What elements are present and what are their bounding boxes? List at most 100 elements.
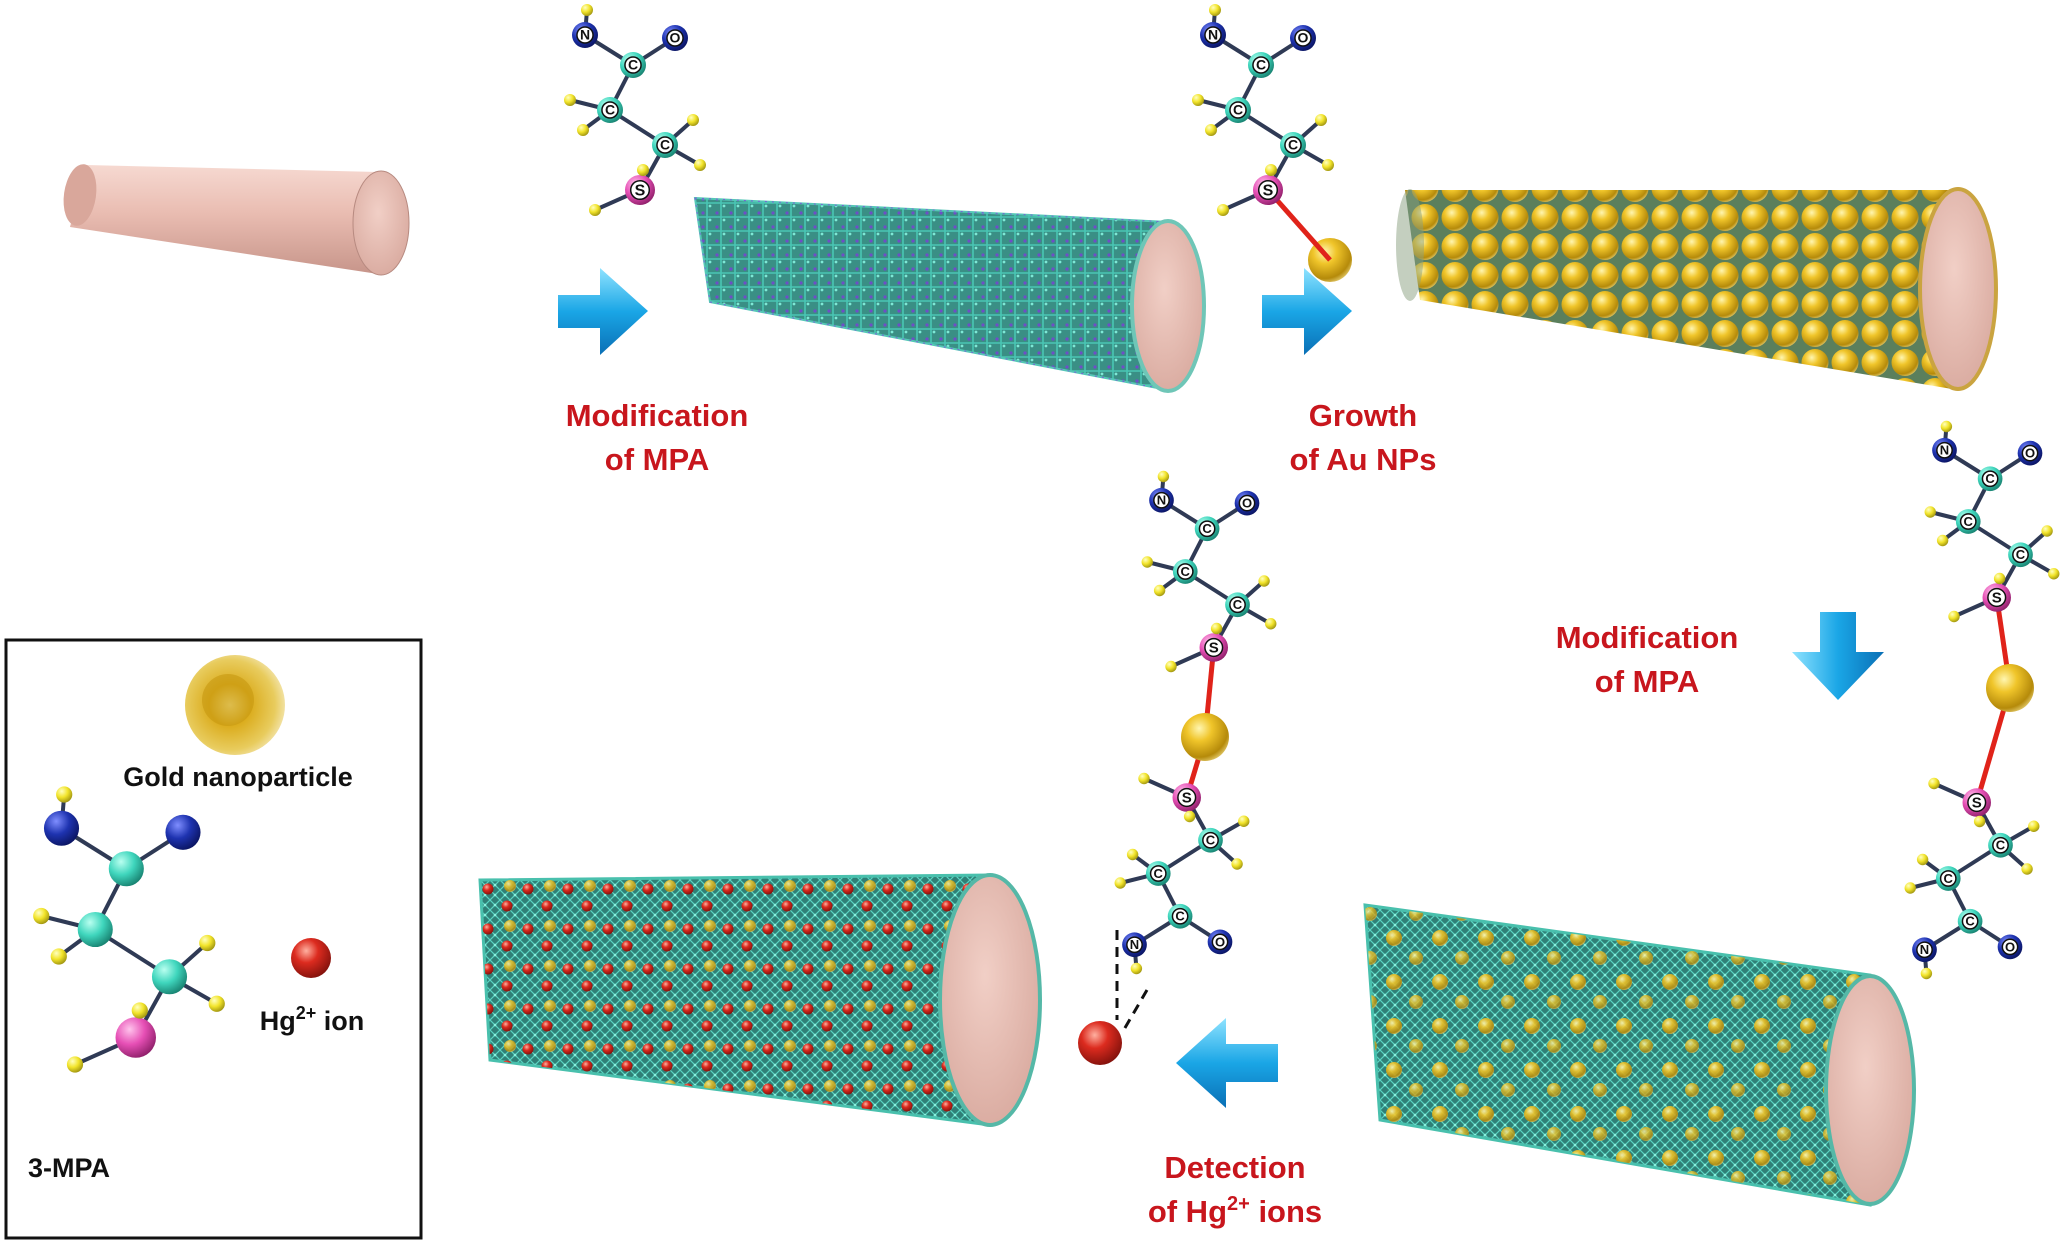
atom-label-ring: [1252, 56, 1270, 74]
atom-letter: C: [1965, 914, 1975, 929]
atom-label-ring: [1238, 494, 1256, 512]
legend-hg-tail: ion: [316, 1006, 364, 1036]
atom-h: [1916, 853, 1929, 866]
gold-mpa-rod: [1363, 903, 1916, 1207]
step2-label-line1: Growth: [1309, 398, 1418, 433]
atom-h: [694, 159, 706, 171]
legend-mpa-label: 3-MPA: [28, 1153, 110, 1183]
atom-label-ring: [1229, 596, 1246, 614]
atom-h: [687, 114, 699, 126]
atom-h: [1920, 967, 1933, 980]
step4-label-of-hg: of Hg: [1148, 1194, 1227, 1229]
atom-h: [1940, 420, 1953, 433]
legend-3-mpa-molecule: [33, 786, 225, 1073]
legend-hg-label: Hg2+ ion: [260, 1003, 365, 1036]
atom-h: [581, 4, 593, 16]
atom-label-ring: [1294, 29, 1312, 47]
atom-label-ring: [2021, 444, 2039, 462]
atom-letter: C: [1233, 597, 1243, 612]
atom-h: [1210, 622, 1223, 635]
atom-label-ring: [1961, 912, 1979, 930]
atom-h: [199, 934, 216, 952]
atom-h: [1138, 772, 1150, 785]
atom-letter: S: [1992, 590, 2002, 607]
atom-letter: N: [1130, 937, 1139, 952]
atom-h: [1205, 124, 1217, 136]
step1-label-line1: Modification: [566, 398, 749, 433]
atom-letter: C: [660, 137, 670, 153]
arrow-step-1: [558, 268, 648, 355]
atom-h: [1924, 506, 1936, 518]
arrow-step-3: [1792, 612, 1884, 700]
atom-h: [564, 94, 576, 106]
atom-letter: O: [2005, 939, 2015, 954]
atom-label-ring: [1198, 520, 1216, 538]
atom-letter: S: [1263, 182, 1274, 199]
step3-label-line2: of MPA: [1595, 664, 1699, 699]
atom-label-ring: [1916, 941, 1933, 959]
legend-hg-ion-icon: [291, 938, 331, 978]
atom-h: [1993, 572, 2006, 585]
atom-letter: N: [1157, 493, 1166, 508]
atom-h: [577, 124, 589, 136]
atom-h: [1217, 204, 1229, 216]
atom-label-ring: [1987, 587, 2007, 608]
atom-letter: C: [1206, 833, 1216, 848]
atom-h: [1265, 164, 1277, 176]
atom-letter: S: [1972, 795, 1982, 812]
atom-h: [2041, 525, 2053, 537]
atom-h: [637, 164, 649, 176]
atom-h: [1258, 575, 1270, 587]
atom-o: [165, 814, 201, 850]
atom-letter: N: [1920, 942, 1929, 957]
atom-h: [1165, 660, 1177, 673]
atom-label-ring: [1153, 491, 1170, 509]
atom-label-ring: [1149, 865, 1167, 882]
legend-box: Gold nanoparticle Hg2+ ion 3-MPA: [4, 638, 423, 1240]
hg-detection-rod: [478, 873, 1042, 1127]
atom-n: [43, 810, 80, 846]
atom-h: [1157, 470, 1170, 483]
atom-letter: O: [1215, 934, 1225, 949]
atom-label-ring: [1939, 870, 1957, 887]
atom-c: [151, 959, 188, 995]
atom-s: [115, 1017, 156, 1058]
free-hg-ion: [1078, 1021, 1122, 1065]
atom-letter: C: [1996, 838, 2006, 853]
atom-label-ring: [1284, 136, 1302, 154]
atom-letter: C: [1964, 514, 1974, 529]
bare-rod: [63, 164, 410, 276]
mpa-modified-rod: [693, 196, 1206, 393]
atom-letter: S: [635, 182, 646, 199]
atom-h: [33, 907, 50, 925]
atom-h: [56, 786, 73, 803]
atom-h: [1130, 962, 1143, 975]
atom-label-ring: [1981, 470, 1999, 488]
atom-h: [1192, 94, 1204, 106]
atom-label-ring: [629, 179, 651, 201]
atom-label-ring: [576, 26, 594, 44]
step4-label-line2: of Hg2+ ions: [1148, 1193, 1322, 1229]
atom-letter: O: [1242, 496, 1252, 511]
arrow-step-4: [1176, 1018, 1278, 1108]
atom-label-ring: [1204, 637, 1224, 658]
atom-h: [1238, 815, 1250, 827]
atom-letter: C: [628, 57, 638, 73]
atom-letter: S: [1209, 640, 1219, 657]
atom-letter: C: [1288, 137, 1298, 153]
atom-h: [1973, 815, 1986, 828]
atom-c: [77, 911, 113, 948]
atom-h: [2028, 820, 2040, 832]
legend-hg-superscript: 2+: [296, 1003, 317, 1023]
atom-label-ring: [601, 101, 619, 119]
atom-h: [2021, 863, 2033, 875]
atom-letter: C: [1233, 102, 1243, 118]
atom-letter: C: [1256, 57, 1266, 73]
atom-h: [1231, 858, 1243, 870]
arrow-step-2: [1262, 268, 1352, 355]
atom-label-ring: [1211, 933, 1229, 951]
atom-letter: C: [2016, 547, 2026, 562]
atom-h: [1904, 882, 1916, 894]
step1-label-line2: of MPA: [605, 442, 709, 477]
